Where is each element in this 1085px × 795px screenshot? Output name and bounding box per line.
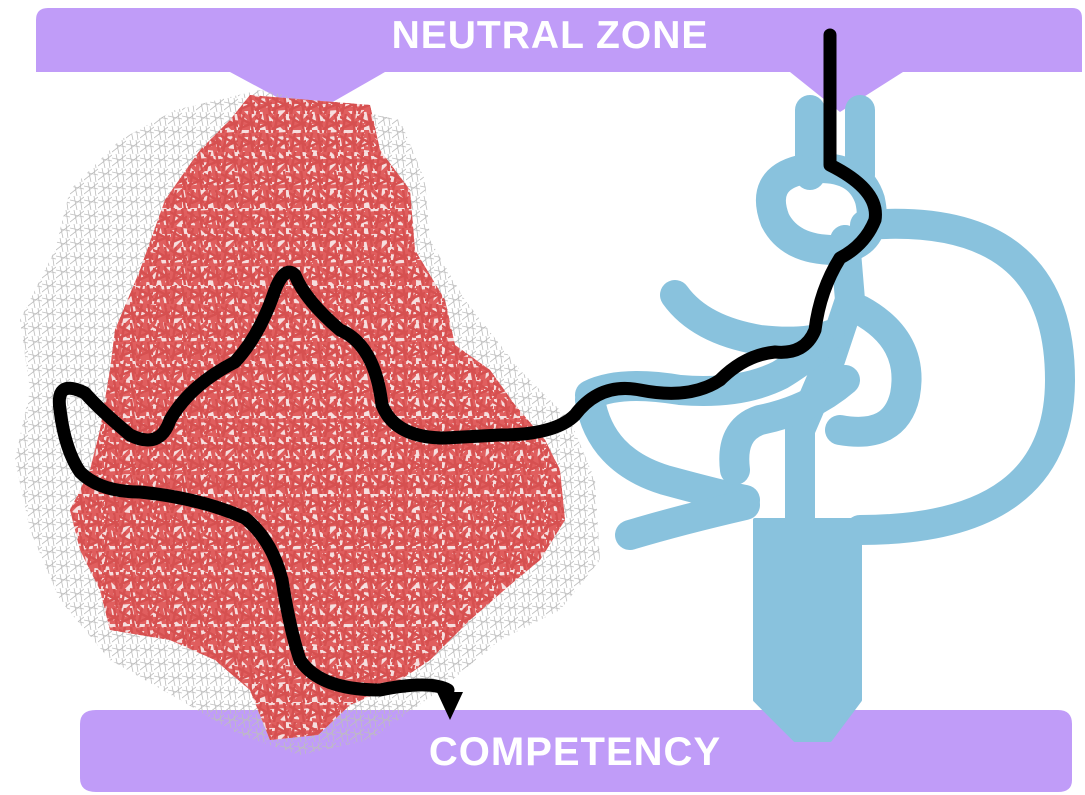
winding-path xyxy=(52,28,882,720)
winding-path-line xyxy=(52,28,882,697)
neutral-zone-banner xyxy=(36,8,1082,115)
river-diamond xyxy=(810,194,846,226)
winding-path-arrowhead xyxy=(437,692,463,720)
neutral-zone-banner-shape xyxy=(36,8,1082,115)
